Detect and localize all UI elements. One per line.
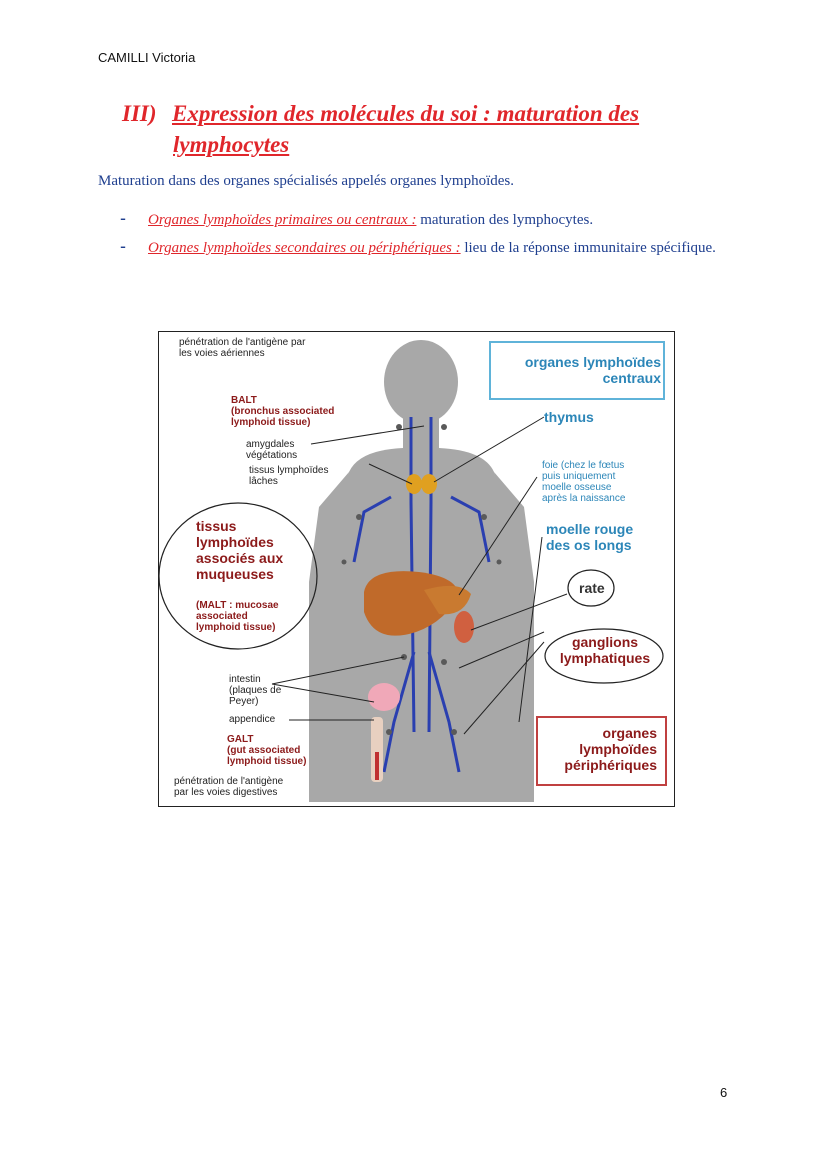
bullet-list: - Organes lymphoïdes primaires ou centra… [120,208,720,266]
label-penetration-digestive: pénétration de l'antigène par les voies … [174,776,284,798]
label-appendice: appendice [229,714,276,725]
label-thymus: thymus [544,409,594,425]
lymphoid-organs-figure: pénétration de l'antigène par les voies … [158,331,675,807]
author-name: CAMILLI Victoria [98,50,196,65]
label-amygdales: amygdales végétations [246,439,298,461]
bullet-dash: - [120,208,126,228]
label-rate: rate [579,580,605,596]
section-title-line1: Expression des molécules du soi : matura… [172,101,640,126]
section-title-line2: lymphocytes [173,132,290,157]
label-penetration-air: pénétration de l'antigène par les voies … [179,337,306,359]
label-galt: GALT (gut associated lymphoid tissue) [227,734,307,767]
label-tissus-laches: tissus lymphoïdes lâches [249,465,329,487]
label-intestin: intestin (plaques de Peyer) [229,674,282,707]
page-number: 6 [720,1085,728,1100]
bullet-term: Organes lymphoïdes secondaires ou périph… [148,240,461,256]
peripheral-organs-box [536,716,667,786]
bullet-term: Organes lymphoïdes primaires ou centraux… [148,212,417,228]
section-heading: III) Expression des molécules du soi : ma… [122,98,722,160]
body-illustration [159,340,664,802]
label-foie: foie (chez le fœtus puis uniquement moel… [542,460,626,504]
label-malt: (MALT : mucosae associated lymphoid tiss… [196,600,279,633]
label-organes-centraux: organes lymphoïdes centraux [524,354,661,386]
bullet-secondary: - Organes lymphoïdes secondaires ou péri… [120,236,720,259]
label-organes-peripheriques: organes lymphoïdes périphériques [564,725,657,773]
intro-paragraph: Maturation dans des organes spécialisés … [98,173,515,189]
central-organs-box [489,341,665,400]
bullet-dash: - [120,236,126,256]
label-balt: BALT (bronchus associated lymphoid tissu… [231,395,335,428]
label-tissus-muqueuses: tissus lymphoïdes associés aux muqueuses [196,518,284,582]
section-number: III) [122,101,157,126]
bullet-text: lieu de la réponse immunitaire spécifiqu… [460,240,716,256]
bullet-text: maturation des lymphocytes. [416,212,594,228]
label-ganglions: ganglions lymphatiques [559,634,651,666]
bullet-primary: - Organes lymphoïdes primaires ou centra… [120,208,720,231]
label-moelle: moelle rouge des os longs [546,521,634,553]
